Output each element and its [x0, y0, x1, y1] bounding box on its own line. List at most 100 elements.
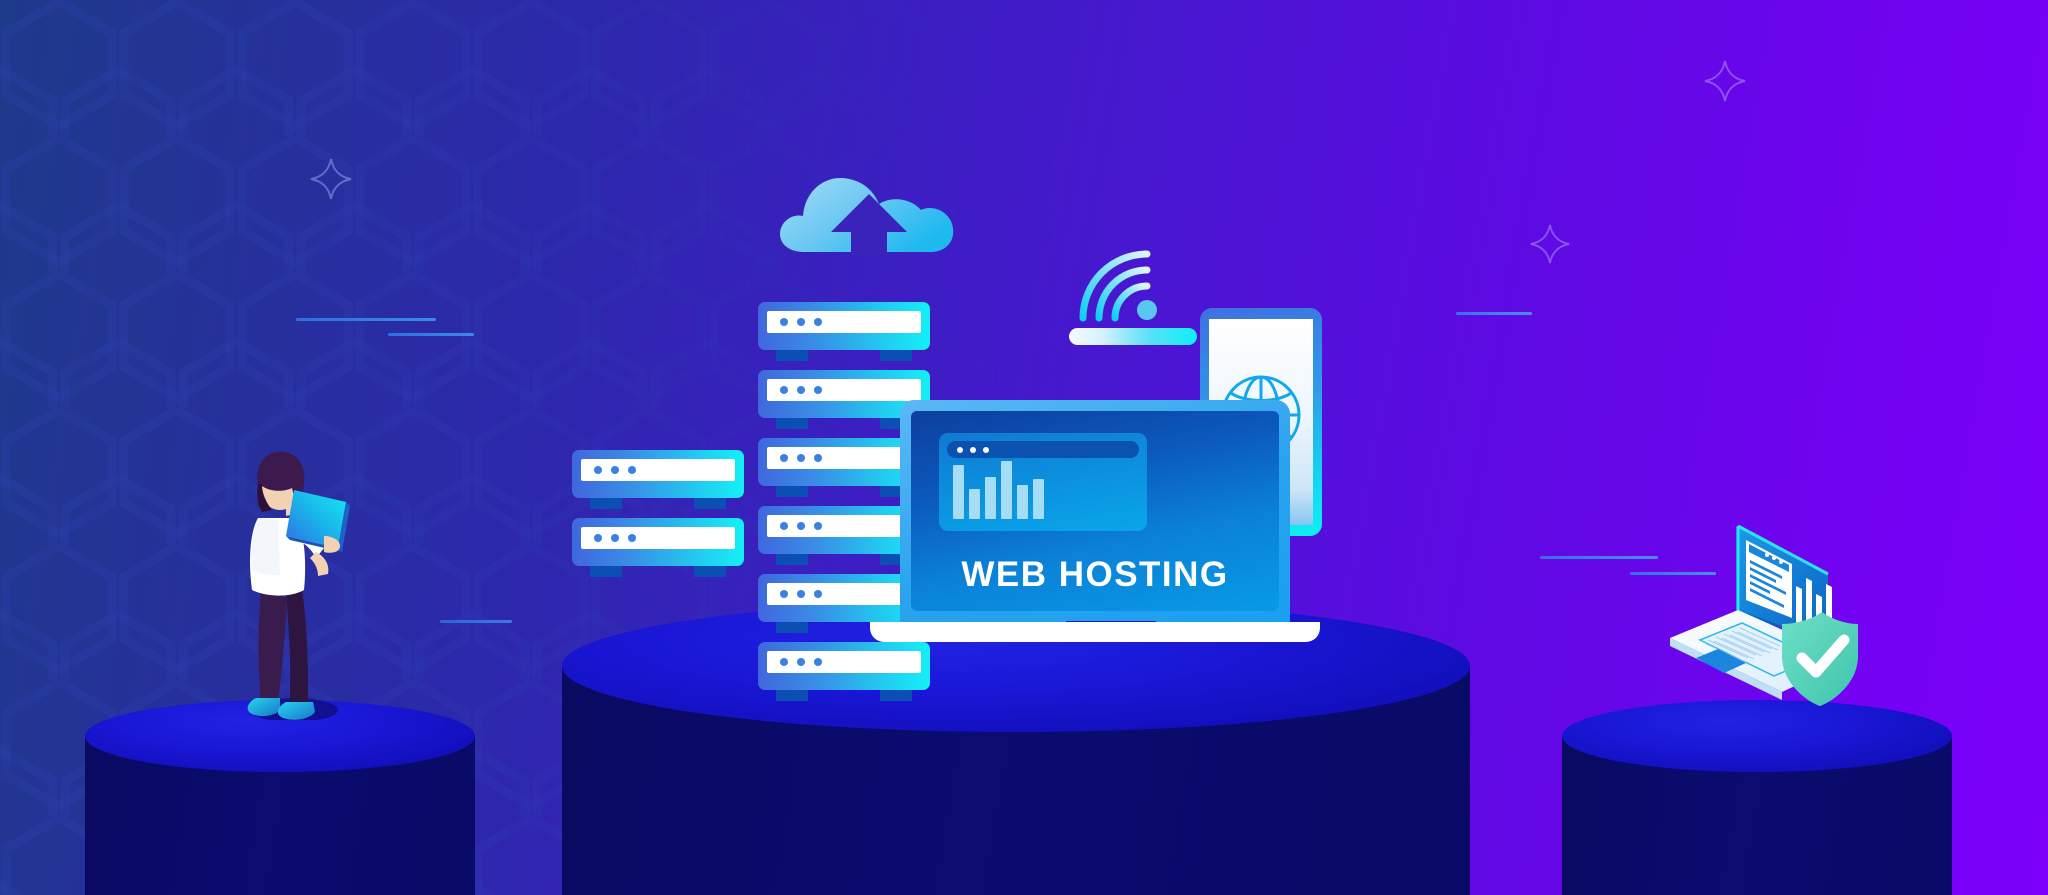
- chart-bar: [985, 477, 996, 519]
- led-dot: [611, 534, 619, 542]
- person-leg-left: [258, 588, 287, 702]
- accent-line-6: [440, 620, 512, 623]
- wifi-arc-mid: [1095, 266, 1151, 322]
- accent-line-5: [1630, 572, 1716, 575]
- browser-dot-close[interactable]: [957, 446, 963, 453]
- led-dot: [814, 658, 822, 666]
- chart-bar: [969, 489, 980, 519]
- chart-bar: [953, 465, 964, 519]
- server-led-strip: [581, 527, 735, 549]
- sparkle-icon: [1704, 60, 1746, 102]
- podium-left: [85, 700, 475, 895]
- laptop-base: [870, 622, 1320, 642]
- person-tablet-edge: [338, 502, 350, 552]
- server-led-strip: [767, 311, 921, 333]
- cloud-upload-icon: [780, 177, 954, 256]
- sparkle-icon: [310, 158, 352, 200]
- accent-line-3: [1456, 312, 1532, 315]
- person-shirt-shade: [251, 518, 280, 576]
- server-foot-right: [694, 498, 726, 509]
- person-hand: [324, 536, 340, 553]
- shield-check-icon: [1782, 612, 1858, 706]
- led-dot: [780, 454, 788, 462]
- person-shoe-right: [277, 702, 315, 720]
- wifi-router: [1065, 240, 1205, 345]
- server-foot-left: [776, 622, 808, 633]
- server-foot-left: [590, 566, 622, 577]
- led-dot: [780, 386, 788, 394]
- security-laptop-illustration: [1670, 524, 1858, 706]
- laptop-lid-highlight: [1737, 524, 1829, 576]
- sparkle-icon: [1530, 224, 1570, 264]
- laptop-trackpad: [1696, 649, 1746, 673]
- server-led-strip: [767, 651, 921, 673]
- server-unit: [758, 642, 930, 701]
- cloud-upload: [775, 160, 965, 256]
- code-dot: [1779, 560, 1783, 564]
- accent-line-2: [388, 333, 474, 336]
- person-shoe-left: [247, 698, 280, 717]
- led-dot: [780, 522, 788, 530]
- shield-checkmark: [1796, 634, 1850, 678]
- browser-dot-minimize[interactable]: [970, 446, 976, 453]
- server-foot-right: [880, 554, 912, 565]
- led-dot: [797, 386, 805, 394]
- server-foot-left: [776, 350, 808, 361]
- led-dot: [780, 590, 788, 598]
- upload-arrow-cutout: [831, 194, 907, 256]
- led-dot: [814, 318, 822, 326]
- server-unit: [758, 302, 930, 361]
- person-forearm: [310, 552, 329, 576]
- page-title: WEB HOSTING: [961, 555, 1229, 594]
- server-led-strip: [767, 515, 921, 537]
- server-foot-left: [590, 498, 622, 509]
- sparkle-mid-right: [1528, 222, 1572, 271]
- server-led-strip: [767, 447, 921, 469]
- accent-line-1: [296, 318, 436, 321]
- code-window: [1746, 540, 1792, 618]
- security-laptop: [1650, 510, 1880, 710]
- server-led-strip: [581, 459, 735, 481]
- keyboard-keys: [1705, 627, 1781, 663]
- code-window-titlebar: [1749, 544, 1789, 572]
- server-unit: [758, 370, 930, 429]
- led-dot: [797, 318, 805, 326]
- led-dot: [814, 454, 822, 462]
- server-foot-right: [880, 350, 912, 361]
- wifi-arc-inner: [1111, 282, 1151, 322]
- laptop-screen: WEB HOSTING: [911, 411, 1279, 611]
- server-unit: [572, 450, 744, 509]
- person-hair: [257, 451, 305, 506]
- led-dot: [797, 590, 805, 598]
- chart-bar: [1017, 485, 1028, 519]
- chart-bar: [1033, 479, 1044, 519]
- server-led-strip: [767, 379, 921, 401]
- server-foot-left: [776, 418, 808, 429]
- shield-shape: [1782, 612, 1858, 706]
- web-hosting-laptop: WEB HOSTING: [870, 400, 1320, 642]
- browser-window: [939, 433, 1147, 531]
- sparkle-left: [308, 156, 354, 207]
- led-dot: [628, 534, 636, 542]
- led-dot: [780, 658, 788, 666]
- server-foot-left: [776, 690, 808, 701]
- led-dot: [814, 590, 822, 598]
- server-foot-right: [880, 690, 912, 701]
- server-foot-right: [880, 418, 912, 429]
- person-hair-side: [257, 484, 272, 512]
- server-rack-short: [572, 450, 744, 586]
- led-dot: [797, 454, 805, 462]
- browser-dot-maximize[interactable]: [983, 446, 989, 453]
- browser-titlebar: [947, 441, 1139, 458]
- podium-right: [1562, 700, 1952, 895]
- led-dot: [814, 522, 822, 530]
- person-tablet-screen: [286, 490, 346, 548]
- router-body: [1069, 328, 1197, 345]
- wifi-dot: [1137, 300, 1157, 320]
- podium-center: [562, 600, 1470, 895]
- chart-bar: [1796, 586, 1802, 632]
- wifi-arc-outer: [1079, 250, 1151, 322]
- server-foot-right: [880, 486, 912, 497]
- podium-right-top: [1562, 700, 1952, 772]
- laptop-lid: WEB HOSTING: [900, 400, 1290, 625]
